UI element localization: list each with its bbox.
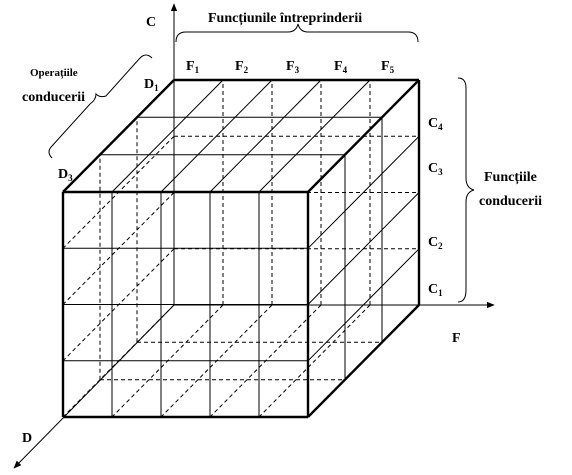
cube-edge <box>62 79 175 193</box>
c-tick-label: C1 <box>428 282 443 298</box>
top-grid-line <box>160 79 273 193</box>
d-tick-label: D1 <box>144 77 159 93</box>
right-grid-line <box>307 192 420 305</box>
top-grid-line <box>209 79 322 193</box>
axis-label-f: F <box>452 331 461 346</box>
f-tick-label: F2 <box>235 59 249 75</box>
f-tick-label: F1 <box>186 59 200 75</box>
label-operatiile-conducerii: conducerii <box>22 90 85 105</box>
c-tick-label: C3 <box>428 161 443 177</box>
hidden-grid-line <box>258 304 371 418</box>
axis-d <box>13 304 175 469</box>
right-grid-line <box>307 135 420 249</box>
axis-label-c: C <box>146 15 156 30</box>
c-tick-label: C2 <box>428 235 443 251</box>
top-grid-line <box>111 79 224 193</box>
cube-edge <box>307 304 420 418</box>
f-tick-label: F4 <box>334 59 348 75</box>
axis-label-d: D <box>22 431 32 446</box>
axes <box>13 3 495 469</box>
brace-top <box>175 23 419 43</box>
label-functiunile-intreprinderii: Funcțiunile întreprinderii <box>208 11 362 26</box>
braces <box>48 23 475 303</box>
cube-edge <box>307 79 420 193</box>
d-tick-label: D3 <box>58 167 73 183</box>
brace-right <box>457 77 475 303</box>
brace-diagonal <box>48 54 153 159</box>
f-tick-labels: F1 F2 F3 F4 F5 <box>186 59 395 75</box>
label-functiile: Funcțiile <box>484 170 537 185</box>
f-tick-label: F5 <box>381 59 395 75</box>
top-grid-line <box>258 79 371 193</box>
f-tick-label: F3 <box>286 59 300 75</box>
label-operatiile: Operațiile <box>30 67 78 79</box>
c-tick-label: C4 <box>428 116 443 132</box>
label-functiile-conducerii: conducerii <box>479 194 542 209</box>
